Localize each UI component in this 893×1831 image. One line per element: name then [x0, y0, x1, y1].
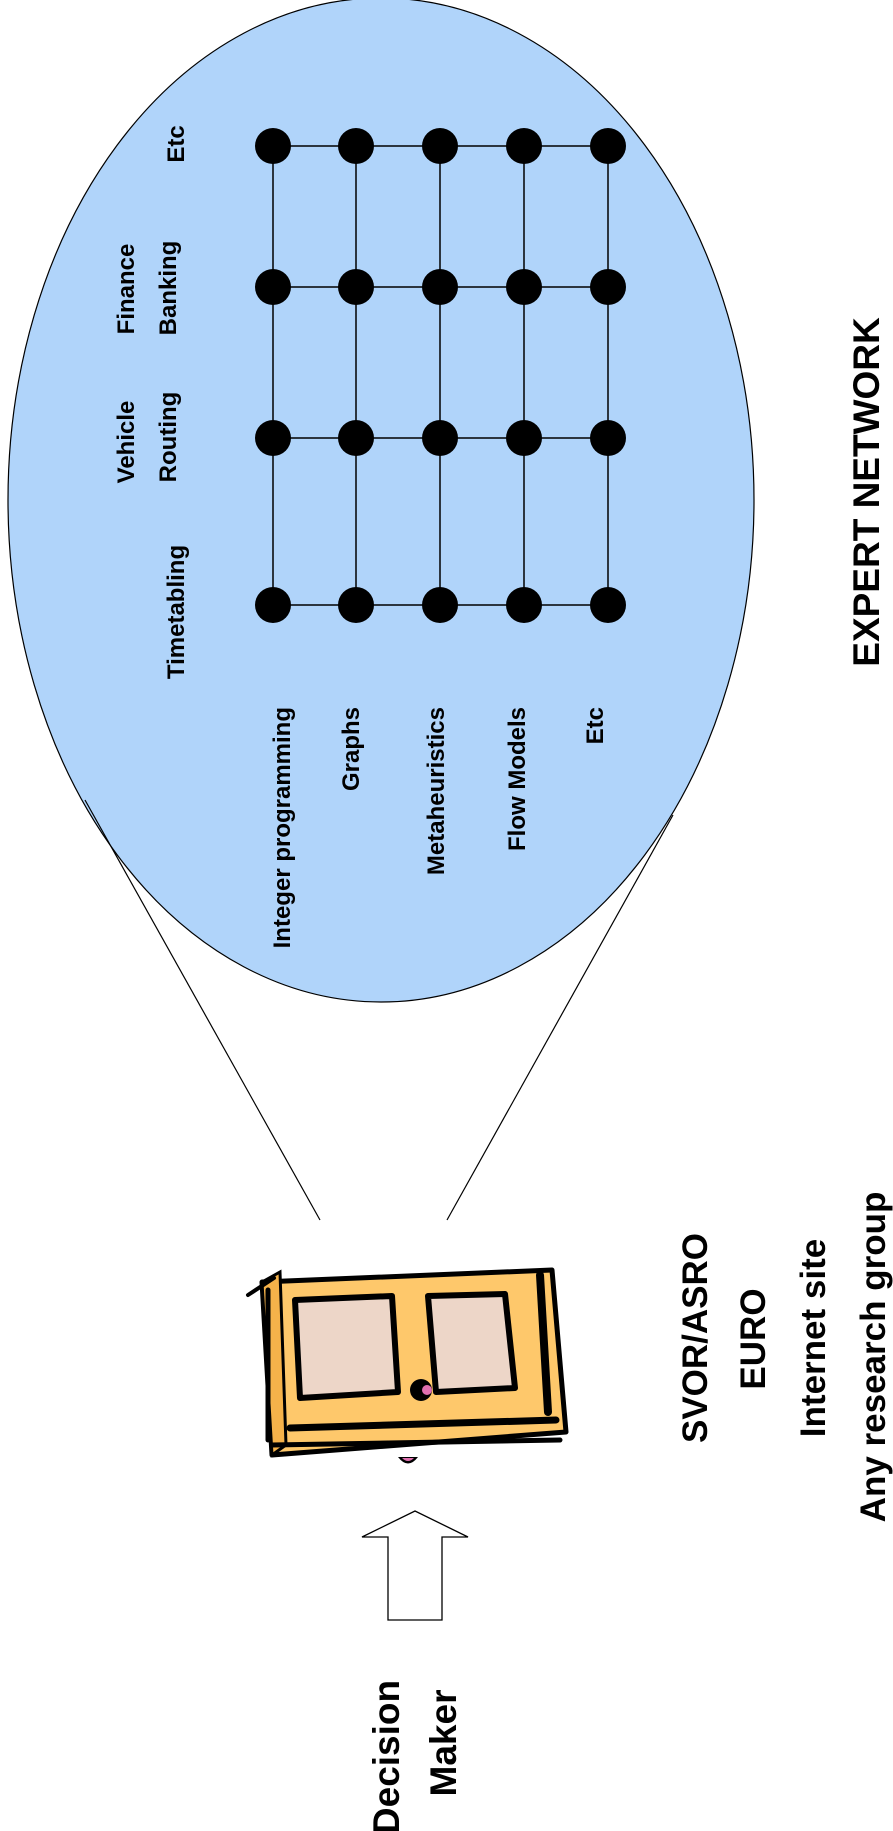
- method-label-graphs: Graphs: [338, 707, 365, 791]
- method-label-flow-models: Flow Models: [504, 707, 531, 851]
- expert-network-title: EXPERT NETWORK: [846, 317, 887, 667]
- method-label-metaheuristics: Metaheuristics: [423, 707, 450, 875]
- network-nodes: [255, 128, 626, 623]
- connector-line-left: [84, 799, 321, 1221]
- connector-line-right: [446, 814, 674, 1221]
- bubble-ellipse: [7, 0, 755, 1003]
- provider-label-any-research-group: Any research group: [854, 1192, 893, 1523]
- method-labels: Integer programming Graphs Metaheuristic…: [269, 707, 609, 948]
- node: [422, 420, 458, 456]
- node: [422, 587, 458, 623]
- decision-maker-line2: Maker: [423, 1690, 464, 1797]
- application-label-timetabling: Timetabling: [163, 545, 190, 679]
- device-window-right: [425, 1291, 518, 1395]
- decision-maker-label: Decision Maker: [366, 1680, 464, 1831]
- application-label-routing: Routing: [155, 392, 182, 483]
- provider-label-svor-asro: SVOR/ASRO: [676, 1233, 715, 1443]
- node: [255, 269, 291, 305]
- node: [506, 128, 542, 164]
- node: [590, 420, 626, 456]
- node: [506, 269, 542, 305]
- application-label-finance: Finance: [113, 244, 140, 335]
- application-label-vehicle: Vehicle: [113, 401, 140, 484]
- application-label-banking: Banking: [155, 241, 182, 336]
- briefcase-icon: [246, 1267, 569, 1464]
- node: [590, 587, 626, 623]
- expert-network-bubble: [7, 0, 755, 1221]
- node: [422, 269, 458, 305]
- device-window-left: [292, 1293, 401, 1401]
- method-label-etc: Etc: [582, 707, 609, 744]
- node: [338, 587, 374, 623]
- node: [590, 128, 626, 164]
- node: [338, 269, 374, 305]
- node: [338, 128, 374, 164]
- provider-labels: SVOR/ASRO EURO Internet site Any researc…: [676, 1192, 893, 1523]
- node: [255, 587, 291, 623]
- provider-label-internet-site: Internet site: [794, 1239, 833, 1437]
- decision-maker-line1: Decision: [366, 1680, 407, 1831]
- node: [506, 587, 542, 623]
- node: [255, 420, 291, 456]
- provider-label-euro: EURO: [734, 1288, 773, 1389]
- node: [506, 420, 542, 456]
- node: [590, 269, 626, 305]
- application-label-etc: Etc: [163, 125, 190, 162]
- node: [422, 128, 458, 164]
- application-labels: Timetabling Vehicle Routing Finance Bank…: [113, 125, 190, 679]
- method-label-integer-programming: Integer programming: [269, 707, 296, 948]
- node: [255, 128, 291, 164]
- decision-arrow-icon: [361, 1510, 469, 1621]
- node: [338, 420, 374, 456]
